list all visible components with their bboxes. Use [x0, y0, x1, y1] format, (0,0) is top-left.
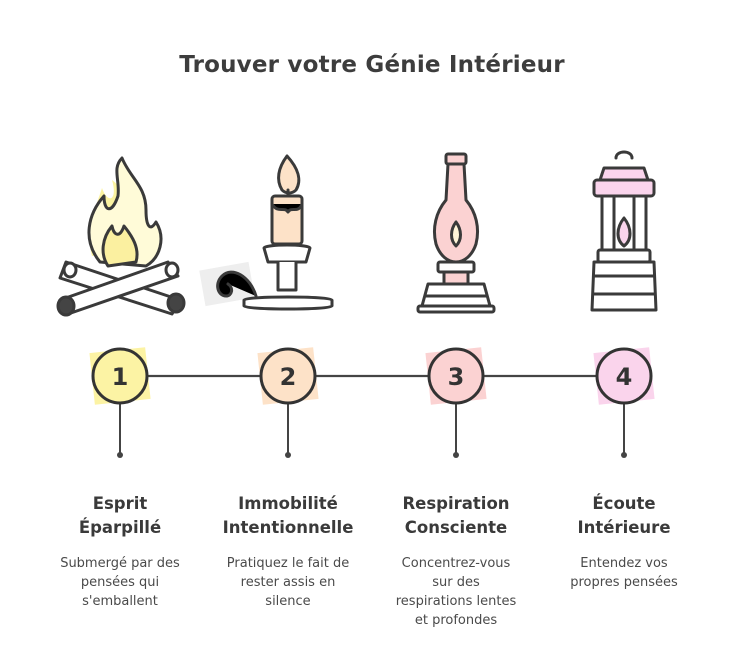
step-description-line: Submergé par des [60, 556, 180, 571]
oil-lamp-icon [416, 152, 496, 314]
step-label-line: Éparpillé [78, 518, 162, 537]
campfire-icon [56, 156, 186, 317]
step-description-line: respirations lentes [395, 594, 517, 609]
step-stem-dot [285, 452, 291, 458]
step-label-line: Respiration [402, 494, 510, 513]
step-description: Concentrez-vous sur des respirations lente… [381, 554, 531, 630]
step-marker-circle [259, 347, 317, 405]
step-marker-circle [427, 347, 485, 405]
step-label-line: Immobilité [238, 494, 338, 513]
step-number: 3 [448, 363, 465, 391]
step-stem-dot [621, 452, 627, 458]
step-description-line: Pratiquez le fait de [226, 556, 350, 571]
step-description-line: Concentrez-vous [401, 556, 511, 571]
step-description: Entendez vos propres pensées [549, 554, 699, 592]
step-description-line: s'emballent [82, 594, 158, 609]
step-label-line: Consciente [404, 518, 508, 537]
step-description-line: silence [265, 594, 311, 609]
step-number: 2 [280, 363, 297, 391]
step-label-line: Intérieure [577, 518, 671, 537]
step-marker-circle [595, 347, 653, 405]
candle-holder-icon [199, 154, 334, 311]
diagram-title: Trouver votre Génie Intérieur [179, 52, 565, 78]
step-stem-dot [453, 452, 459, 458]
step-description: Submergé par des pensées qui s'emballent [45, 554, 195, 611]
step-marker-circle [91, 347, 149, 405]
lantern-icon [590, 150, 658, 312]
step-label-line: Écoute [592, 494, 656, 513]
step-label-line: Intentionnelle [222, 518, 354, 537]
step-label-line: Esprit [92, 494, 148, 513]
step-description-line: propres pensées [570, 575, 678, 590]
step-description-line: rester assis en [240, 575, 336, 590]
step-description-line: Entendez vos [580, 556, 668, 571]
step-description-line: pensées qui [80, 575, 160, 590]
step-stem-dot [117, 452, 123, 458]
step-number: 4 [616, 363, 633, 391]
step-description-line: et profondes [414, 613, 498, 628]
step-description: Pratiquez le fait de rester assis en silen… [213, 554, 363, 611]
step-description-line: sur des [432, 575, 480, 590]
step-number: 1 [112, 363, 129, 391]
